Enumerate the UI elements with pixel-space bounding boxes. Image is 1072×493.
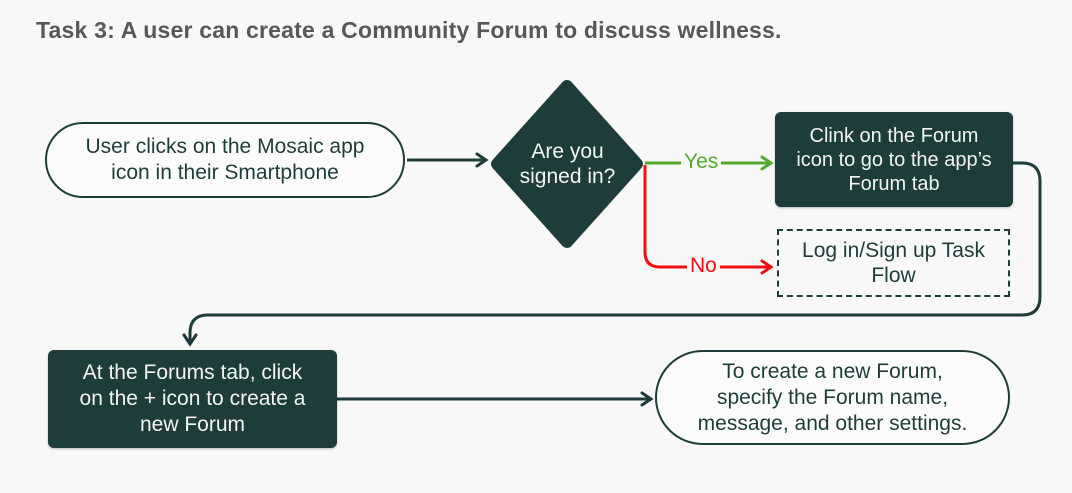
- node-end-line3: message, and other settings.: [697, 411, 968, 435]
- node-end-line1: To create a new Forum,: [722, 359, 943, 383]
- node-forum-tab-line1: Clink on the Forum: [809, 124, 979, 147]
- decision-diamond: [491, 80, 643, 248]
- node-login-flow-line2: Flow: [871, 264, 916, 287]
- node-decision-line1: Are you: [531, 140, 604, 163]
- node-create-forum-line2: on the + icon to create a: [79, 387, 306, 410]
- node-start: User clicks on the Mosaic app icon in th…: [45, 122, 405, 198]
- node-start-line2: icon in their Smartphone: [111, 161, 339, 184]
- node-create-forum-line3: new Forum: [139, 413, 246, 436]
- node-login-flow-line1: Log in/Sign up Task: [802, 239, 985, 262]
- node-decision: Are you signed in?: [492, 81, 643, 247]
- page-title: Task 3: A user can create a Community Fo…: [36, 17, 782, 43]
- node-start-line1: User clicks on the Mosaic app: [85, 135, 365, 158]
- node-create-forum-line1: At the Forums tab, click: [82, 361, 303, 384]
- node-forum-tab: Clink on the Forum icon to go to the app…: [775, 112, 1013, 207]
- node-end: To create a new Forum, specify the Forum…: [655, 350, 1010, 445]
- node-end-line2: specify the Forum name,: [716, 385, 949, 409]
- node-login-flow: Log in/Sign up Task Flow: [777, 229, 1010, 297]
- node-forum-tab-line3: Forum tab: [848, 172, 940, 195]
- node-create-forum: At the Forums tab, click on the + icon t…: [48, 350, 337, 448]
- node-forum-tab-line2: icon to go to the app’s: [796, 148, 992, 171]
- node-decision-line2: signed in?: [519, 165, 616, 188]
- arrow-forumtab-to-createforum: [182, 161, 1042, 347]
- edge-label-no: No: [687, 253, 720, 279]
- edge-label-yes: Yes: [681, 149, 722, 175]
- arrow-no: [643, 165, 774, 275]
